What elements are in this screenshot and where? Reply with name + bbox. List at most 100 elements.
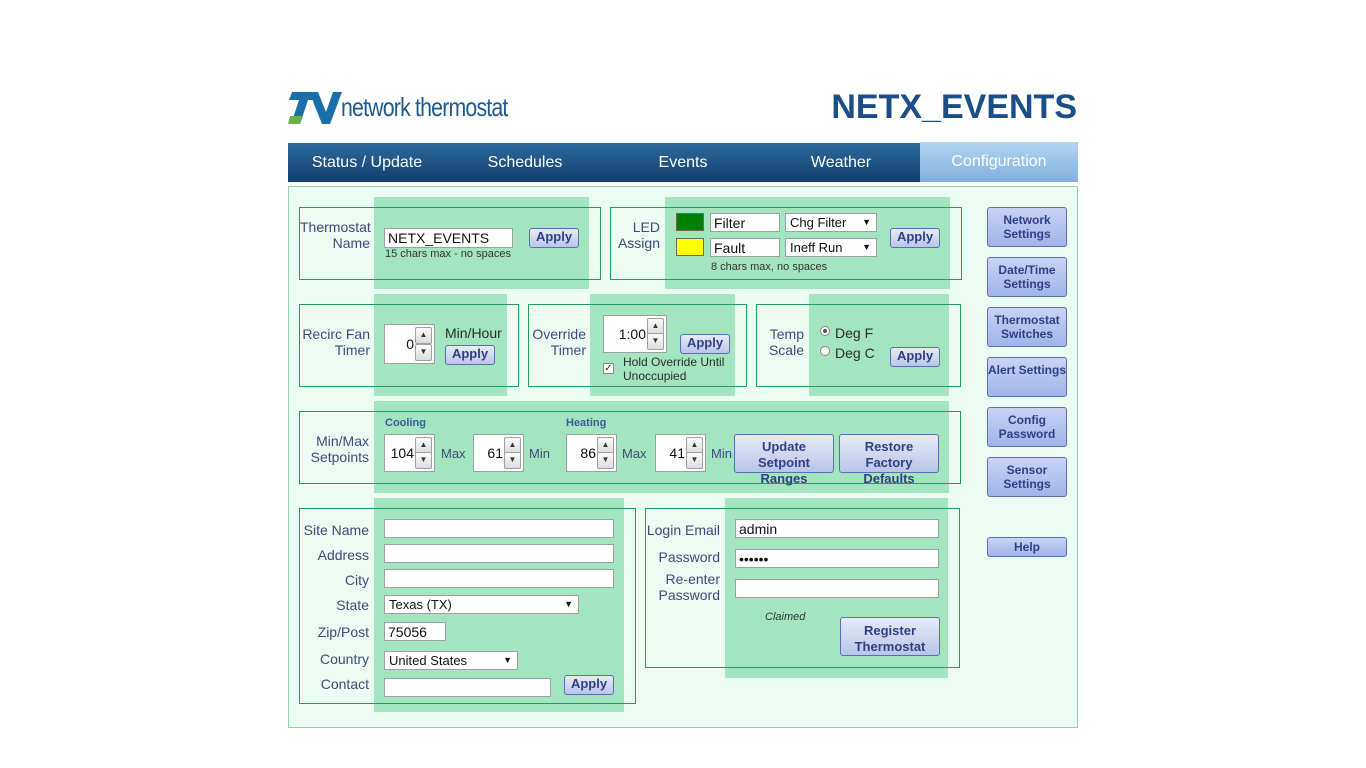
cooling-min-label: Min	[529, 446, 550, 461]
heating-label: Heating	[566, 417, 607, 429]
state-select[interactable]: Texas (TX) ▼	[384, 595, 579, 614]
state-label: State	[336, 597, 369, 613]
temp-scale-apply-button[interactable]: Apply	[890, 347, 940, 367]
override-timer-value: 1:00	[618, 326, 646, 342]
network-settings-button[interactable]: Network Settings	[987, 207, 1067, 247]
heating-min-label: Min	[711, 446, 732, 461]
country-label: Country	[319, 651, 369, 667]
cooling-min-stepper[interactable]: 61 ▲ ▼	[473, 434, 524, 472]
dropdown-arrow-icon: ▼	[862, 242, 871, 252]
dropdown-arrow-icon: ▼	[564, 599, 573, 609]
chevron-down-icon[interactable]: ▼	[686, 452, 703, 469]
override-timer-group	[528, 304, 747, 387]
led-option-2-value: Ineff Run	[790, 240, 843, 255]
chevron-down-icon[interactable]: ▼	[597, 452, 614, 469]
led-option-select-2[interactable]: Ineff Run ▼	[785, 238, 877, 257]
led-name-input-1[interactable]: Filter	[710, 213, 780, 232]
thermostat-switches-button[interactable]: Thermostat Switches	[987, 307, 1067, 347]
led-assign-group	[610, 207, 962, 280]
recirc-fan-value: 0	[406, 336, 414, 352]
tab-weather[interactable]: Weather	[810, 154, 872, 171]
date-time-settings-button[interactable]: Date/Time Settings	[987, 257, 1067, 297]
site-apply-button[interactable]: Apply	[564, 675, 614, 695]
tab-schedules[interactable]: Schedules	[487, 154, 563, 171]
update-setpoint-ranges-button[interactable]: Update Setpoint Ranges	[734, 434, 834, 486]
recirc-fan-label: Recirc Fan Timer	[302, 326, 370, 358]
reenter-password-label: Re-enter Password	[658, 571, 720, 603]
tab-status-update[interactable]: Status / Update	[311, 154, 423, 171]
city-label: City	[344, 572, 369, 588]
cooling-max-stepper[interactable]: 104 ▲ ▼	[384, 434, 435, 472]
chevron-down-icon[interactable]: ▼	[647, 333, 664, 350]
alert-settings-button[interactable]: Alert Settings	[987, 357, 1067, 397]
state-value: Texas (TX)	[389, 597, 452, 612]
password-input[interactable]: ••••••	[735, 549, 939, 568]
override-timer-label: Override Timer	[532, 326, 586, 358]
country-value: United States	[389, 653, 468, 668]
chevron-up-icon[interactable]: ▲	[415, 327, 432, 344]
cooling-label: Cooling	[385, 417, 426, 429]
reenter-password-input[interactable]	[735, 579, 939, 598]
tab-events[interactable]: Events	[658, 154, 708, 171]
register-thermostat-button[interactable]: Register Thermostat	[840, 617, 940, 656]
contact-input[interactable]	[384, 678, 551, 697]
led-assign-hint: 8 chars max, no spaces	[711, 261, 828, 273]
heating-max-label: Max	[622, 446, 647, 461]
config-password-button[interactable]: Config Password	[987, 407, 1067, 447]
cooling-max-value: 104	[390, 445, 414, 461]
recirc-fan-group	[299, 304, 519, 387]
setpoints-group	[299, 411, 961, 484]
main-nav: Status / Update Schedules Events Weather…	[288, 142, 1078, 182]
login-email-input[interactable]: admin	[735, 519, 939, 538]
chevron-down-icon[interactable]: ▼	[415, 452, 432, 469]
radio-deg-c[interactable]	[820, 346, 830, 356]
hold-override-checkbox[interactable]: ✓	[603, 363, 614, 374]
led-assign-apply-button[interactable]: Apply	[890, 228, 940, 248]
setpoints-label: Min/Max Setpoints	[310, 433, 369, 465]
nt-logo-icon	[288, 92, 342, 124]
address-input[interactable]	[384, 544, 614, 563]
zip-input[interactable]: 75056	[384, 622, 446, 641]
heating-min-stepper[interactable]: 41 ▲ ▼	[655, 434, 706, 472]
recirc-fan-apply-button[interactable]: Apply	[445, 345, 495, 365]
device-title: NETX_EVENTS	[831, 88, 1077, 126]
chevron-down-icon[interactable]: ▼	[415, 344, 432, 361]
address-label: Address	[317, 547, 369, 563]
site-name-label: Site Name	[303, 522, 369, 538]
deg-f-label: Deg F	[835, 325, 874, 341]
claim-status: Claimed	[765, 611, 806, 623]
thermostat-name-hint: 15 chars max - no spaces	[385, 248, 511, 260]
deg-c-label: Deg C	[835, 345, 875, 361]
led-option-select-1[interactable]: Chg Filter▼	[785, 213, 877, 232]
restore-factory-defaults-button[interactable]: Restore Factory Defaults	[839, 434, 939, 486]
recirc-fan-unit: Min/Hour	[445, 325, 502, 341]
led-name-input-2[interactable]: Fault	[710, 238, 780, 257]
brand-name: network thermostat	[341, 92, 508, 122]
login-email-label: Login Email	[646, 522, 720, 538]
city-input[interactable]	[384, 569, 614, 588]
led-assign-label: LED Assign	[617, 219, 660, 251]
thermostat-name-apply-button[interactable]: Apply	[529, 228, 579, 248]
dropdown-arrow-icon: ▼	[862, 217, 871, 227]
radio-deg-f[interactable]	[820, 326, 830, 336]
override-timer-stepper[interactable]: 1:00 ▲ ▼	[603, 315, 667, 353]
chevron-down-icon[interactable]: ▼	[504, 452, 521, 469]
country-select[interactable]: United States▼	[384, 651, 518, 670]
led-color-swatch-green[interactable]	[676, 213, 704, 231]
thermostat-name-input[interactable]: NETX_EVENTS	[384, 228, 513, 248]
login-group	[645, 508, 960, 668]
help-button[interactable]: Help	[987, 537, 1067, 557]
sensor-settings-button[interactable]: Sensor Settings	[987, 457, 1067, 497]
temp-scale-label: Temp Scale	[768, 326, 804, 358]
temp-scale-group	[756, 304, 961, 387]
site-name-input[interactable]	[384, 519, 614, 538]
chevron-up-icon[interactable]: ▲	[597, 437, 614, 454]
tab-configuration[interactable]: Configuration	[920, 142, 1078, 182]
override-timer-apply-button[interactable]: Apply	[680, 334, 730, 354]
led-color-swatch-yellow[interactable]	[676, 238, 704, 256]
contact-label: Contact	[320, 676, 369, 692]
heating-max-stepper[interactable]: 86 ▲ ▼	[566, 434, 617, 472]
zip-label: Zip/Post	[317, 624, 369, 640]
recirc-fan-stepper[interactable]: 0 ▲ ▼	[384, 324, 435, 364]
thermostat-name-group	[299, 207, 601, 280]
